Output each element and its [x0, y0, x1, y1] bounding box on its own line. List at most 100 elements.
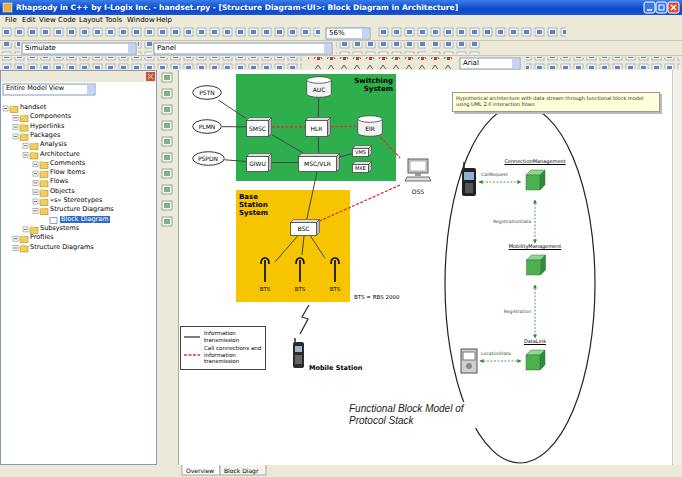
- label-holder: File: [5, 16, 17, 24]
- node-label: PSTN: [199, 90, 215, 96]
- graphic-part: [0, 26, 682, 70]
- flow-arrow: [480, 361, 521, 362]
- network-element-box: HLR: [305, 117, 331, 137]
- graphic-part: [462, 168, 476, 196]
- graphic-part: [464, 172, 474, 180]
- menu-item: Edit: [22, 16, 36, 24]
- network-element-box: MXE: [352, 161, 372, 173]
- legend-line: [184, 336, 200, 337]
- label-holder: Architecture: [40, 151, 80, 159]
- tree-item: Profiles: [30, 234, 54, 242]
- label-holder: Help: [156, 16, 172, 24]
- legend-line: [184, 354, 200, 355]
- graphic-part: [405, 177, 431, 181]
- tree-item: Flows: [50, 178, 68, 186]
- graphic-part: [296, 258, 304, 282]
- graphic-part: [369, 162, 372, 173]
- node-label: EIR: [365, 126, 375, 132]
- radio-link-bolt: [300, 305, 309, 334]
- font-field: Arial: [463, 59, 479, 67]
- node-label: OSS: [412, 189, 424, 196]
- label-holder: Simulate: [25, 44, 56, 52]
- tree-item: Components: [30, 113, 71, 121]
- graphic-part: [463, 162, 465, 168]
- tree-item: Packages: [30, 132, 60, 140]
- database-cylinder: EIR: [357, 115, 383, 137]
- label-holder: Subsystems: [40, 225, 79, 233]
- connector: [272, 162, 298, 163]
- graphic-part: [0, 55, 682, 56]
- network-element-box: VMS: [352, 145, 372, 157]
- graphic-part: [0, 40, 682, 41]
- graphic-part: [30, 143, 38, 150]
- graphic-part: [656, 2, 667, 13]
- annotation-label: BTS = RBS 2000: [354, 294, 399, 301]
- graphic-part: [13, 246, 18, 251]
- label-holder: Panel: [157, 44, 176, 52]
- graphic-part: [20, 115, 28, 122]
- window-title: Rhapsody in C++ by I-Logix Inc. - handse…: [16, 3, 458, 12]
- graphic-part: [193, 86, 222, 100]
- tree-item: Structure Diagrams: [50, 206, 114, 214]
- connector: [272, 135, 303, 153]
- legend-row: Call connections and information transmi…: [184, 345, 262, 365]
- device-icon: [461, 349, 477, 373]
- menu-item: Layout: [79, 16, 103, 24]
- graphic-part: [20, 133, 28, 140]
- graphic-part: [3, 106, 8, 111]
- graphic-part: [410, 161, 426, 171]
- label-holder: Structure Diagrams: [30, 244, 94, 252]
- node-label: BTS: [330, 286, 341, 292]
- graphic-part: [22, 43, 136, 54]
- node-label: MobilityManagement: [509, 243, 562, 249]
- label-holder: «s» Stereotypes: [50, 197, 103, 205]
- computer-node: OSS: [400, 158, 436, 196]
- connector: [331, 126, 357, 128]
- connector: [535, 200, 536, 243]
- menu-item: Tools: [105, 16, 122, 24]
- flow-arrow: [479, 182, 521, 183]
- node-label: AUC: [313, 87, 326, 93]
- bottom-tabs: [0, 465, 682, 477]
- graphic-part: [353, 165, 369, 173]
- graphic-part: [13, 236, 18, 241]
- legend-text: Call connections and information transmi…: [204, 345, 262, 365]
- graphic-part: [23, 153, 28, 158]
- scrollbar: [672, 70, 682, 465]
- functional-block-outline: [506, 243, 565, 285]
- network-oval: PSPDN: [192, 151, 225, 166]
- node-label: Base Station System: [239, 193, 289, 217]
- label-holder: Overview: [186, 467, 214, 474]
- graphic-part: [668, 2, 679, 13]
- label-holder: Window: [127, 16, 155, 24]
- graphic-part: [647, 9, 652, 11]
- tree-item: Objects: [50, 188, 75, 196]
- graphic-part: [326, 28, 370, 39]
- label-holder: Block Diagram: [60, 216, 110, 224]
- graphic-part: [87, 85, 94, 94]
- label-holder: BTS = RBS 2000: [354, 294, 399, 301]
- handset-icon: [462, 162, 476, 196]
- note-box: Hypothetical architecture with data stre…: [452, 92, 660, 112]
- graphic-part: [540, 350, 545, 370]
- graphic-part: [0, 465, 682, 477]
- label-holder: LocationData: [481, 351, 511, 356]
- connector: [380, 137, 400, 158]
- label-holder: Arial: [463, 59, 479, 67]
- node-label: BTS: [260, 286, 271, 292]
- graphic-part: [376, 27, 566, 39]
- graphic-part: [247, 121, 269, 137]
- node-label: GIWU: [249, 161, 266, 167]
- label-holder: Rhapsody in C++ by I-Logix Inc. - handse…: [16, 3, 458, 12]
- functional-block: MobilityManagement: [506, 243, 565, 285]
- network-oval: PSTN: [192, 85, 222, 100]
- graphic-part: [13, 134, 18, 139]
- node-label: PLMN: [199, 124, 216, 130]
- graphic-part: [158, 70, 178, 465]
- functional-block: DataLink: [510, 338, 560, 380]
- graphic-part: [159, 72, 177, 232]
- graphic-part: [10, 106, 18, 113]
- node-label: Mobile Station: [309, 365, 362, 372]
